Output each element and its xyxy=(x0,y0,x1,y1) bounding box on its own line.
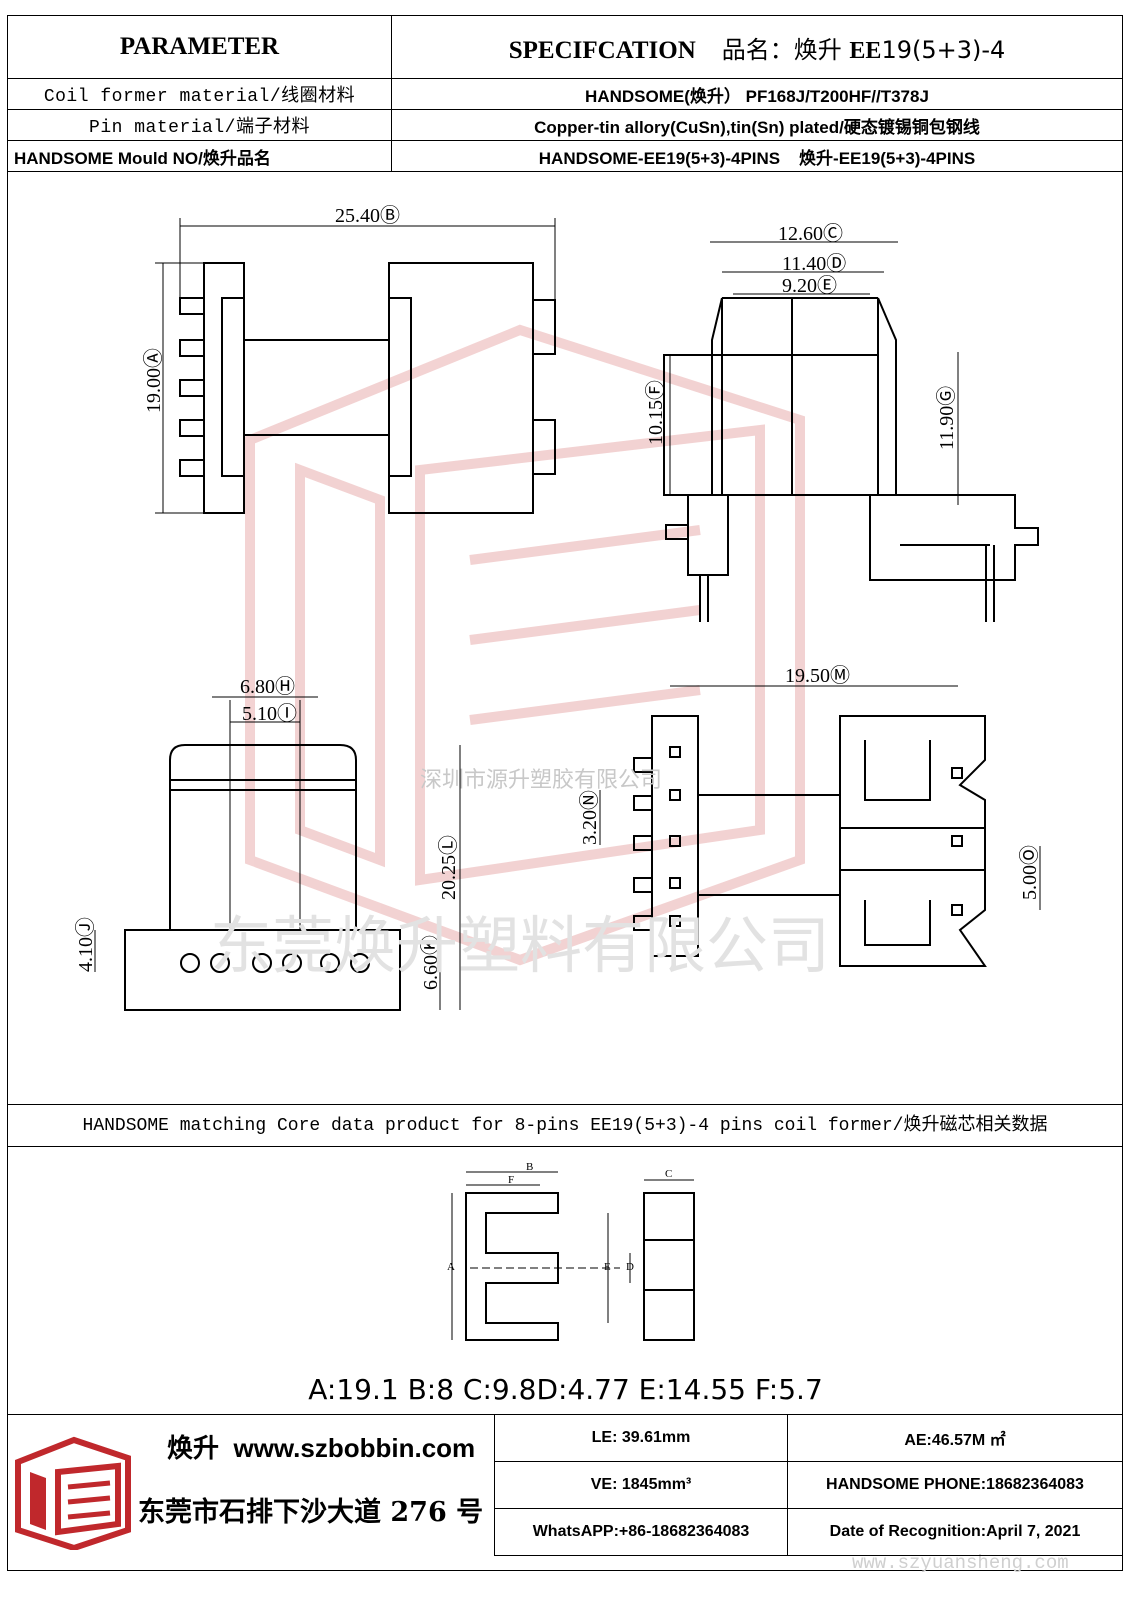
website-link[interactable]: www.szbobbin.com xyxy=(233,1433,476,1463)
core-label-c: C xyxy=(665,1168,672,1180)
core-labels: B F C A E D xyxy=(447,1161,672,1273)
bobbin-logo-icon xyxy=(15,1436,131,1550)
specification-heading: SPECIFCATION 品名：焕升 EE19(5+3)-4 xyxy=(391,15,1123,79)
dim-j: 4.10Ⓙ xyxy=(74,917,97,972)
dim-m: 19.50Ⓜ xyxy=(785,664,850,687)
ve-value: VE: 1845mm³ xyxy=(494,1461,788,1509)
phone-value: HANDSOME PHONE:18682364083 xyxy=(787,1461,1123,1509)
core-drawing xyxy=(451,1171,695,1341)
brand-cn: 焕升 xyxy=(167,1433,220,1463)
dim-h: 6.80Ⓗ xyxy=(240,675,295,698)
core-label-b: B xyxy=(526,1161,533,1173)
footer-address: 东莞市石排下沙大道 276 号 xyxy=(138,1497,484,1528)
matching-core-bar: HANDSOME matching Core data product for … xyxy=(7,1104,1123,1147)
coil-material-label: Coil former material/线圈材料 xyxy=(7,78,392,110)
mould-no-value: HANDSOME-EE19(5+3)-4PINS 焕升-EE19(5+3)-4P… xyxy=(391,140,1123,172)
dim-f: 10.15Ⓕ xyxy=(644,380,667,445)
core-label-a: A xyxy=(447,1261,455,1273)
dim-i: 5.10Ⓘ xyxy=(242,702,297,725)
ae-value: AE:46.57M ㎡ xyxy=(787,1414,1123,1462)
core-data-values: A:19.1 B:8 C:9.8D:4.77 E:14.55 F:5.7 xyxy=(308,1373,823,1406)
front-view-drawing xyxy=(94,696,461,1011)
dim-l: 20.25Ⓛ xyxy=(437,835,460,900)
dim-o: 5.00Ⓞ xyxy=(1018,845,1041,900)
le-value: LE: 39.61mm xyxy=(494,1414,788,1462)
dim-b: 25.40Ⓑ xyxy=(335,204,400,227)
core-label-d: D xyxy=(626,1261,634,1273)
footer-table: LE: 39.61mm AE:46.57M ㎡ VE: 1845mm³ HAND… xyxy=(494,1414,1123,1556)
footer-brand: 焕升 www.szbobbin.com xyxy=(167,1428,475,1465)
core-label-e: E xyxy=(604,1261,611,1273)
watermark-logo xyxy=(245,324,805,966)
dim-k: 6.60Ⓚ xyxy=(419,935,442,990)
top-view-drawing xyxy=(155,218,556,514)
pin-material-value: Copper-tin allory(CuSn),tin(Sn) plated/硬… xyxy=(391,109,1123,141)
watermark-company-large: 东莞焕升塑料有限公司 xyxy=(210,912,831,981)
date-value: Date of Recognition:April 7, 2021 xyxy=(787,1508,1123,1556)
dim-e: 9.20Ⓔ xyxy=(782,274,837,297)
specification-label: SPECIFCATION xyxy=(508,36,696,64)
dim-c: 12.60Ⓒ xyxy=(778,222,843,245)
watermark-site: www.szyuansheng.com xyxy=(852,1552,1069,1574)
dimension-labels: 25.40Ⓑ 19.00Ⓐ 12.60Ⓒ 11.40Ⓓ 9.20Ⓔ 10.15Ⓕ… xyxy=(74,204,1041,990)
product-model-bold: EE xyxy=(849,37,882,64)
dim-d: 11.40Ⓓ xyxy=(782,252,846,275)
coil-material-value: HANDSOME(焕升） PF168J/T200HF//T378J xyxy=(391,78,1123,110)
whatsapp-value: WhatsAPP:+86-18682364083 xyxy=(494,1508,788,1556)
dim-a: 19.00Ⓐ xyxy=(142,348,165,413)
footer-divider xyxy=(7,1414,495,1415)
core-label-f: F xyxy=(508,1174,514,1186)
product-model: 19(5+3)-4 xyxy=(881,35,1006,64)
product-prefix: 品名：焕升 xyxy=(721,35,842,64)
product-name: 品名：焕升 EE19(5+3)-4 xyxy=(722,36,1006,64)
watermark-company-small: 深圳市源升塑胶有限公司 xyxy=(420,767,663,792)
bottom-view-drawing xyxy=(599,685,1041,967)
dim-g: 11.90Ⓖ xyxy=(935,386,958,450)
dim-n: 3.20Ⓝ xyxy=(578,790,601,845)
side-view-drawing xyxy=(663,241,1039,622)
mould-no-label: HANDSOME Mould NO/焕升品名 xyxy=(7,140,392,172)
